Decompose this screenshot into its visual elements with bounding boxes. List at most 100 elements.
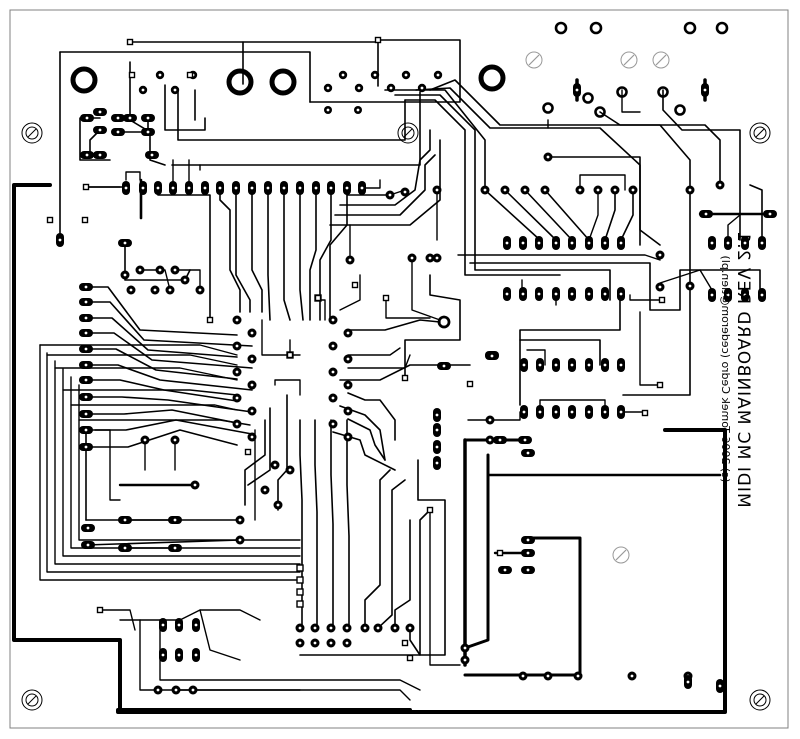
board-credit: (c) 2006 Tomek Cedro (cederom@tlen.pl): [719, 255, 732, 483]
copper-trace: [299, 419, 303, 626]
drill-hole: [314, 186, 318, 190]
drill-hole: [128, 116, 132, 120]
drill-hole: [235, 422, 239, 426]
drill-hole: [250, 409, 254, 413]
copper-trace: [629, 294, 663, 301]
mounting-hole-slash: [755, 128, 765, 138]
copper-trace: [62, 368, 301, 557]
drill-hole: [570, 363, 574, 367]
mounting-hole-slash: [27, 128, 37, 138]
square-pad: [128, 71, 136, 79]
drill-hole: [488, 438, 492, 442]
drill-hole: [191, 688, 195, 692]
drill-hole: [141, 88, 145, 92]
drill-hole: [86, 526, 90, 530]
square-pad: [296, 588, 304, 596]
drill-hole: [523, 188, 527, 192]
drill-hole: [158, 268, 162, 272]
copper-trace: [129, 41, 379, 87]
drill-hole: [98, 153, 102, 157]
square-pad: [406, 654, 414, 662]
drill-hole: [177, 623, 181, 627]
copper-trace: [164, 84, 206, 131]
drill-hole: [326, 86, 330, 90]
drill-hole: [124, 186, 128, 190]
drill-hole: [554, 363, 558, 367]
copper-trace: [267, 187, 271, 321]
screw-mark-slot: [623, 54, 635, 66]
copper-trace: [99, 609, 136, 631]
drill-hole: [537, 241, 541, 245]
drill-hole: [141, 186, 145, 190]
copper-trace: [174, 689, 411, 701]
drill-hole: [238, 538, 242, 542]
drill-hole: [603, 292, 607, 296]
drill-hole: [578, 188, 582, 192]
mounting-hole-icon: [749, 122, 771, 144]
drill-hole: [543, 188, 547, 192]
board-outline: [9, 9, 789, 729]
connector-mount-hole: [269, 68, 297, 96]
ring-pad: [582, 92, 594, 104]
copper-trace: [46, 354, 238, 366]
copper-trace: [299, 187, 304, 321]
drill-hole: [250, 383, 254, 387]
mounting-hole-icon: [397, 122, 419, 144]
drill-hole: [98, 110, 102, 114]
copper-trace: [219, 187, 241, 313]
drill-hole: [331, 422, 335, 426]
drill-hole: [538, 363, 542, 367]
drill-hole: [760, 241, 764, 245]
copper-trace: [364, 469, 391, 629]
drill-hole: [631, 188, 635, 192]
drill-hole: [84, 445, 88, 449]
mounting-hole-inner: [25, 126, 39, 140]
drill-hole: [177, 653, 181, 657]
ring-pad: [554, 21, 568, 35]
copper-trace: [524, 189, 573, 241]
square-pad: [374, 36, 382, 44]
drill-hole: [234, 186, 238, 190]
mounting-hole-outer: [21, 122, 43, 144]
drill-hole: [576, 674, 580, 678]
square-pad: [126, 38, 134, 46]
drill-hole: [173, 268, 177, 272]
copper-traces: [12, 39, 772, 714]
drill-hole: [587, 410, 591, 414]
copper-trace: [330, 419, 334, 626]
drill-hole: [173, 88, 177, 92]
drill-hole: [266, 186, 270, 190]
drill-hole: [523, 438, 527, 442]
drill-hole: [570, 241, 574, 245]
drill-hole: [161, 623, 165, 627]
drill-hole: [463, 646, 467, 650]
drill-hole: [619, 292, 623, 296]
drill-hole: [84, 412, 88, 416]
drill-hole: [630, 674, 634, 678]
square-pad: [351, 281, 359, 289]
drill-hole: [686, 680, 690, 684]
drill-hole: [521, 674, 525, 678]
copper-trace: [277, 394, 288, 511]
copper-trace: [404, 274, 461, 379]
drill-hole: [346, 435, 350, 439]
drill-hole: [546, 155, 550, 159]
mounting-hole-outer: [749, 689, 771, 711]
copper-trace: [411, 257, 441, 321]
drill-hole: [156, 688, 160, 692]
mounting-hole-icon: [21, 122, 43, 144]
drill-hole: [98, 128, 102, 132]
drill-hole: [743, 293, 747, 297]
drill-hole: [403, 190, 407, 194]
copper-trace: [346, 419, 350, 626]
drill-hole: [235, 370, 239, 374]
mounting-hole-slash: [27, 695, 37, 705]
drill-hole: [235, 318, 239, 322]
drill-hole: [410, 256, 414, 260]
drill-hole: [146, 116, 150, 120]
ring-pad: [594, 106, 606, 118]
copper-trace: [347, 319, 441, 331]
drill-hole: [86, 543, 90, 547]
drill-hole: [442, 364, 446, 368]
drill-hole: [743, 241, 747, 245]
